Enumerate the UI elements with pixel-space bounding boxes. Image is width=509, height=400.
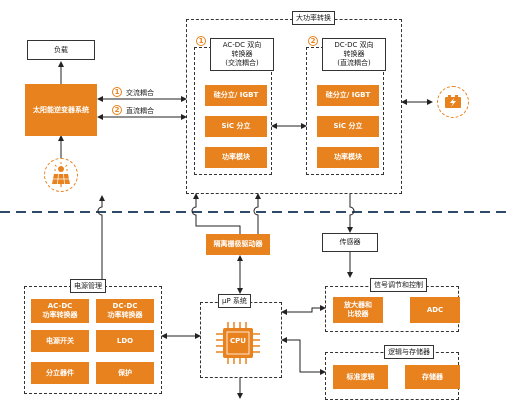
memory-box: 存储器 [405, 365, 460, 389]
coupling2-number: 2 [112, 105, 122, 115]
coupling1-label: 交流耦合 [126, 89, 154, 97]
coupling1-number: 1 [112, 87, 122, 97]
converter2-number: 2 [308, 36, 318, 46]
pm-protection: 保护 [96, 362, 154, 384]
converter1-sic: SiC 分立 [205, 116, 267, 137]
signal-control-title: 信号调节和控制 [370, 278, 427, 292]
converter2-igbt: 硅分立/ IGBT [317, 85, 379, 106]
battery-icon [437, 86, 469, 118]
amplifier-comparator: 放大器和 比较器 [333, 297, 383, 323]
converter2-module: 功率模块 [317, 147, 379, 168]
pm-dc-dc: DC-DC 功率转换器 [96, 299, 154, 323]
converter2-sic: SiC 分立 [317, 116, 379, 137]
coupling2-label: 直流耦合 [126, 107, 154, 115]
isolated-gate-driver: 隔离栅极驱动器 [206, 234, 270, 255]
logic-memory-title: 逻辑与存储器 [384, 345, 434, 359]
converter1-igbt: 硅分立/ IGBT [205, 85, 267, 106]
power-management-title: 电源管理 [70, 279, 106, 293]
adc-box: ADC [410, 297, 460, 323]
converter1-number: 1 [196, 36, 206, 46]
pm-ldo: LDO [96, 330, 154, 352]
pm-ac-dc: AC-DC 功率转换器 [31, 299, 89, 323]
converter2-title: DC-DC 双向 转换器 (直流耦合) [322, 38, 386, 71]
high-power-conversion-title: 大功率转换 [292, 11, 335, 25]
converter1-module: 功率模块 [205, 147, 267, 168]
converter1-title: AC-DC 双向 转换器 (交流耦合) [210, 38, 274, 71]
cpu-chip-icon: CPU [214, 320, 262, 366]
load-box: 负载 [27, 40, 95, 60]
pm-discrete: 分立器件 [31, 362, 89, 384]
sensor-box: 传感器 [322, 233, 378, 252]
cpu-label: CPU [230, 337, 246, 345]
pm-power-switch: 电源开关 [31, 330, 89, 352]
standard-logic: 标准逻辑 [333, 365, 388, 389]
solar-panel-icon [44, 158, 78, 192]
solar-inverter-system: 太阳能逆变器系统 [25, 84, 97, 136]
mcu-system-title: μP 系统 [218, 294, 251, 308]
